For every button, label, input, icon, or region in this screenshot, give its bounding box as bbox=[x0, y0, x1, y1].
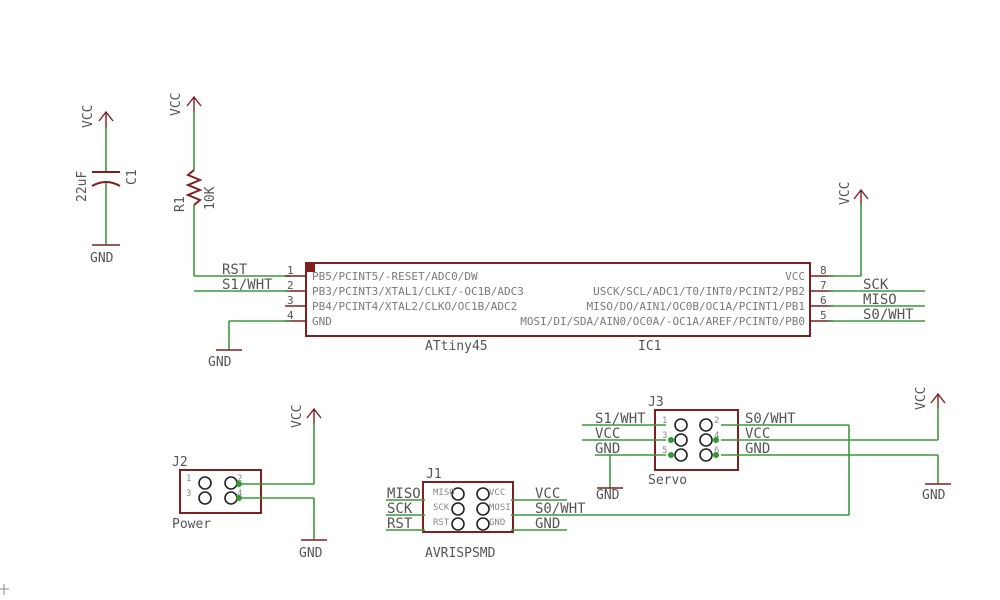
net-rst-ic: RST bbox=[222, 262, 248, 278]
j3-net-s0wht: S0/WHT bbox=[745, 411, 796, 427]
j2-ref: J2 bbox=[172, 455, 188, 470]
j3-pin-1: 1 bbox=[662, 416, 667, 426]
j3-pin-3: 3 bbox=[662, 431, 667, 441]
net-s1wht-ic: S1/WHT bbox=[222, 277, 273, 293]
j1-net-vcc: VCC bbox=[535, 486, 560, 502]
c1-ref: C1 bbox=[125, 169, 140, 185]
resistor-r1[interactable]: VCC R1 10K bbox=[169, 93, 290, 277]
j2-gnd-net: GND bbox=[299, 546, 323, 561]
ic-pin-6-num: 6 bbox=[820, 294, 827, 307]
capacitor-c1[interactable]: VCC GND C1 22uF bbox=[75, 105, 140, 266]
ic-pin-3-num: 3 bbox=[287, 294, 294, 307]
j3-vcc-symbol-right: VCC bbox=[914, 387, 929, 410]
connector-j2[interactable]: 1 2 3 4 J2 Power VCC GND bbox=[172, 405, 327, 561]
ic-right-nets: VCC SCK MISO S0/WHT bbox=[828, 182, 925, 323]
j1-pin-rst: RST bbox=[433, 518, 450, 528]
j3-pin-4: 4 bbox=[714, 431, 719, 441]
j1-value: AVRISPSMD bbox=[425, 546, 496, 561]
ic-left-nets: RST S1/WHT GND bbox=[194, 262, 290, 370]
ic1-attiny45[interactable]: 1 2 3 4 8 7 6 5 PB5/PCINT5/-RESET/ADC0/D… bbox=[285, 262, 833, 354]
j1-net-sck: SCK bbox=[387, 501, 413, 517]
j1-net-miso: MISO bbox=[387, 486, 421, 502]
connector-j1[interactable]: MISO SCK RST VCC MOSI GND J1 AVRISPSMD M… bbox=[386, 467, 849, 561]
j1-ref: J1 bbox=[426, 467, 442, 482]
j1-pin-miso: MISO bbox=[433, 488, 455, 498]
ic-pin-5-num: 5 bbox=[820, 309, 827, 322]
j3-net-gnd-right: GND bbox=[745, 441, 770, 457]
connector-j3[interactable]: 1 3 5 2 4 6 J3 Servo S1/WHT VCC GND GND … bbox=[582, 387, 951, 515]
net-s0wht-ic: S0/WHT bbox=[863, 307, 914, 323]
j2-pin-2: 2 bbox=[237, 474, 242, 484]
j1-net-gnd: GND bbox=[535, 516, 560, 532]
j1-pin-mosi: MOSI bbox=[489, 503, 511, 513]
c1-bottom-net: GND bbox=[90, 251, 114, 266]
j2-pin-4: 4 bbox=[237, 489, 242, 499]
net-miso-ic: MISO bbox=[863, 292, 897, 308]
r1-ref: R1 bbox=[173, 196, 188, 212]
j3-ref: J3 bbox=[648, 395, 664, 410]
c1-top-net: VCC bbox=[81, 105, 96, 128]
j3-net-gnd-left: GND bbox=[595, 441, 620, 457]
c1-value: 22uF bbox=[75, 171, 90, 202]
ic-ref: IC1 bbox=[638, 339, 661, 354]
ic-pin-2-num: 2 bbox=[287, 279, 294, 292]
j3-value: Servo bbox=[648, 473, 687, 488]
ic-pin-7-name: USCK/SCL/ADC1/T0/INT0/PCINT2/PB2 bbox=[593, 285, 805, 298]
j2-pin-1: 1 bbox=[186, 474, 191, 484]
ic-pin-4-name: GND bbox=[312, 315, 332, 328]
j3-net-vcc-right: VCC bbox=[745, 426, 770, 442]
ic-pin-8-name: VCC bbox=[785, 270, 805, 283]
net-sck-ic: SCK bbox=[863, 277, 889, 293]
j1-net-s0wht: S0/WHT bbox=[535, 501, 586, 517]
j2-vcc-net: VCC bbox=[290, 405, 305, 428]
ic-pin-2-name: PB3/PCINT3/XTAL1/CLKI/-OC1B/ADC3 bbox=[312, 285, 524, 298]
net-gnd-ic: GND bbox=[208, 355, 232, 370]
j2-value: Power bbox=[172, 517, 211, 532]
j1-pin-vcc: VCC bbox=[489, 488, 505, 498]
ic-pin-4-num: 4 bbox=[287, 309, 294, 322]
j3-pin-6: 6 bbox=[714, 446, 719, 456]
ic-pin-1-name: PB5/PCINT5/-RESET/ADC0/DW bbox=[312, 270, 478, 283]
ic-pin-3-name: PB4/PCINT4/XTAL2/CLKO/OC1B/ADC2 bbox=[312, 300, 517, 313]
ic-pin-5-name: MOSI/DI/SDA/AIN0/OC0A/-OC1A/AREF/PCINT0/… bbox=[520, 315, 805, 328]
ic-pin-1-num: 1 bbox=[287, 264, 294, 277]
j3-gnd-symbol-left: GND bbox=[596, 488, 620, 503]
ic-pin-8-num: 8 bbox=[820, 264, 827, 277]
j1-pin-gnd: GND bbox=[489, 518, 505, 528]
ic-part: ATtiny45 bbox=[425, 339, 488, 354]
j3-pin-5: 5 bbox=[662, 446, 667, 456]
net-vcc-ic: VCC bbox=[838, 182, 853, 205]
r1-top-net: VCC bbox=[169, 93, 184, 116]
j2-pin-3: 3 bbox=[186, 489, 191, 499]
ic-pin-7-num: 7 bbox=[820, 279, 827, 292]
origin-cross-icon bbox=[0, 584, 9, 595]
j1-net-rst: RST bbox=[387, 516, 413, 532]
r1-value: 10K bbox=[203, 186, 218, 210]
j3-net-vcc-left: VCC bbox=[595, 426, 620, 442]
ic-pin-6-name: MISO/DO/AIN1/OC0B/OC1A/PCINT1/PB1 bbox=[586, 300, 805, 313]
j3-net-s1wht: S1/WHT bbox=[595, 411, 646, 427]
j3-gnd-symbol-right: GND bbox=[922, 488, 946, 503]
j3-pin-2: 2 bbox=[714, 416, 719, 426]
j1-pin-sck: SCK bbox=[433, 503, 450, 513]
